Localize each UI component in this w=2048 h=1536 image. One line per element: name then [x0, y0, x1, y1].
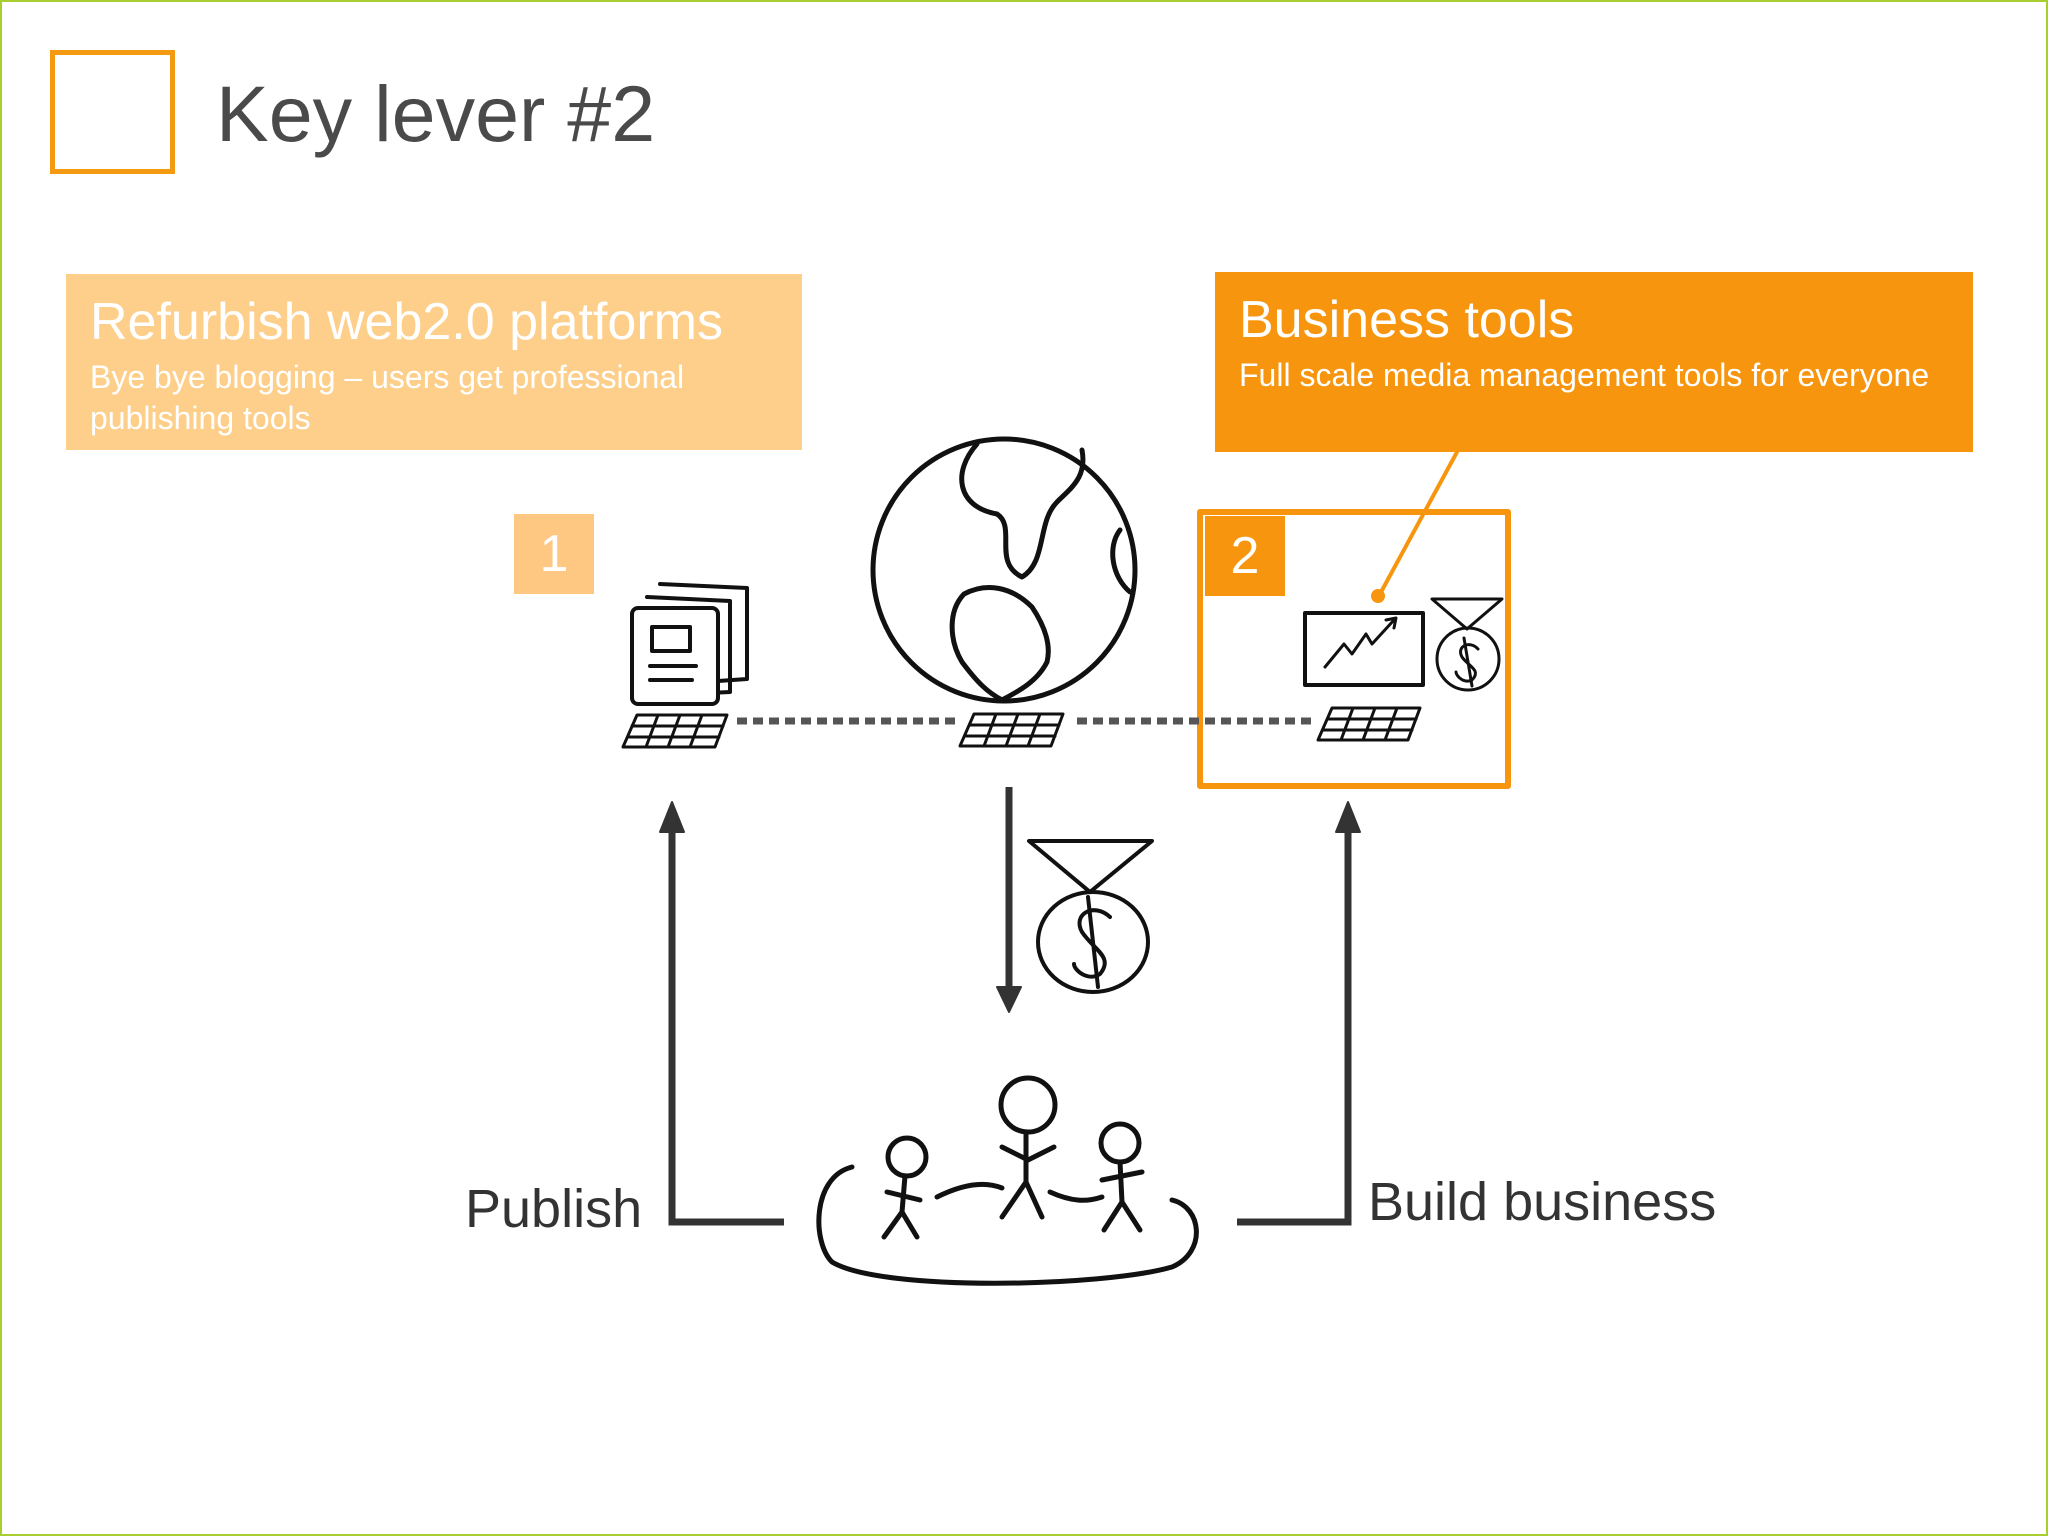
arrow-up-icon — [659, 801, 685, 833]
callout-connector — [1371, 450, 1459, 603]
publish-flow-arrow — [659, 801, 784, 1226]
build-business-label: Build business — [1368, 1172, 1717, 1232]
title-marker-square — [50, 50, 175, 174]
money-bag-icon — [1430, 597, 1504, 692]
growth-chart-icon — [1303, 611, 1425, 687]
callout-left-description: Bye bye blogging – users get professiona… — [90, 359, 685, 437]
callout-right-title: Business tools — [1239, 291, 1575, 349]
keyboard-icon — [958, 712, 1065, 748]
arrow-up-icon — [1335, 801, 1361, 833]
stacked-documents-icon — [630, 582, 749, 706]
publish-label: Publish — [465, 1179, 643, 1239]
people-community-icon — [816, 1075, 1199, 1286]
arrow-down-icon — [996, 787, 1022, 1013]
keyboard-icon — [1316, 706, 1422, 742]
callout-refurbish-platforms: Refurbish web2.0 platforms Bye bye blogg… — [66, 274, 802, 450]
callout-left-title: Refurbish web2.0 platforms — [90, 293, 723, 351]
page-title: Key lever #2 — [216, 69, 656, 158]
callout-business-tools: Business tools Full scale media manageme… — [1215, 272, 1973, 452]
callout-right-description: Full scale media management tools for ev… — [1239, 357, 1930, 394]
globe-icon — [870, 436, 1138, 704]
money-bag-icon — [1027, 839, 1154, 994]
badge-step-1: 1 — [514, 514, 594, 594]
highlight-frame — [1197, 509, 1511, 789]
keyboard-icon — [621, 713, 729, 749]
build-business-flow-arrow — [1237, 801, 1361, 1226]
badge-step-2: 2 — [1205, 516, 1285, 596]
